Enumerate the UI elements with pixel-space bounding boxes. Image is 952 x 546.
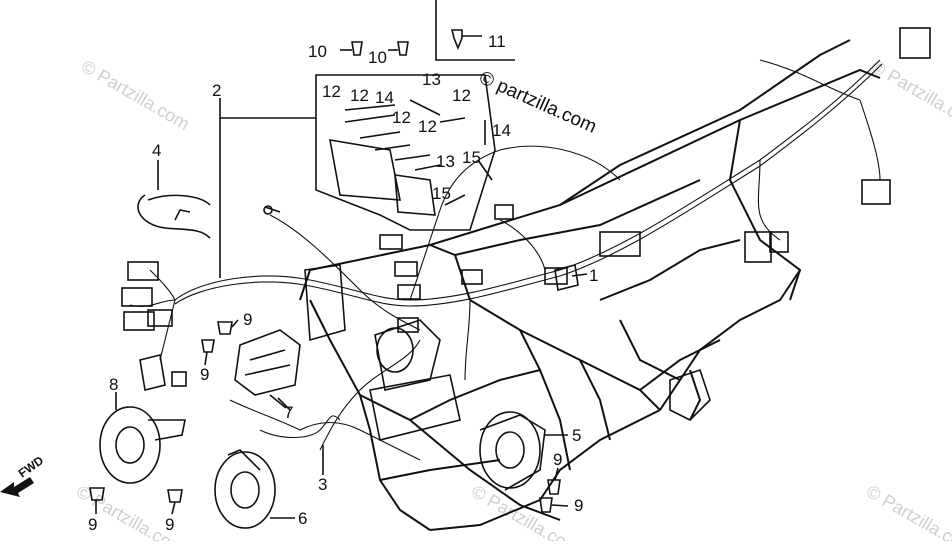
- callouts: 1 2 3 4 5 6 7 8 9 9 9 9 9 9 10 10 11 12 …: [88, 32, 598, 534]
- horn-5: [479, 411, 546, 491]
- part-1-connector: [554, 264, 579, 291]
- connectors: [121, 27, 931, 391]
- callout-8: 8: [109, 375, 118, 394]
- callout-1: 1: [589, 266, 598, 285]
- wire-harness: [129, 59, 883, 461]
- callout-15: 15: [462, 148, 481, 167]
- part-11-bracket: [435, 0, 515, 61]
- fwd-label: FWD: [16, 453, 47, 480]
- callout-15: 15: [432, 184, 451, 203]
- callout-13: 13: [422, 70, 441, 89]
- callout-10: 10: [368, 48, 387, 67]
- watermark-text: © Partzilla.com: [78, 56, 193, 134]
- callout-12: 12: [392, 108, 411, 127]
- callout-12: 12: [452, 86, 471, 105]
- callout-14: 14: [492, 121, 511, 140]
- callout-5: 5: [572, 426, 581, 445]
- callout-14: 14: [375, 88, 394, 107]
- callout-12: 12: [350, 86, 369, 105]
- wire-3: [259, 415, 341, 438]
- callout-9: 9: [165, 515, 174, 534]
- callout-9: 9: [553, 450, 562, 469]
- fuse-box-group: [219, 74, 496, 278]
- callout-9: 9: [243, 310, 252, 329]
- clamp-band: [137, 160, 211, 239]
- callout-9: 9: [88, 515, 97, 534]
- callout-12: 12: [418, 117, 437, 136]
- callout-9: 9: [574, 496, 583, 515]
- callout-10: 10: [308, 42, 327, 61]
- leader-lines: [95, 49, 588, 519]
- horn-8: [99, 406, 186, 484]
- callout-6: 6: [298, 509, 307, 528]
- callout-11: 11: [488, 32, 506, 51]
- bolts-9: [89, 321, 561, 513]
- regulator: [234, 329, 301, 411]
- callout-7: 7: [284, 403, 293, 422]
- watermark-text: © Partzilla.com: [863, 481, 952, 541]
- watermark-text: © Partzilla.com: [868, 56, 952, 134]
- callout-4: 4: [152, 141, 161, 160]
- callout-9: 9: [200, 365, 209, 384]
- callout-2: 2: [212, 81, 221, 100]
- fwd-arrow: FWD: [0, 453, 46, 497]
- callout-13: 13: [436, 152, 455, 171]
- bolts-10: [351, 41, 409, 56]
- watermark-text: © Partzilla.com: [468, 481, 583, 541]
- callout-3: 3: [318, 475, 327, 494]
- horn-6: [214, 449, 276, 529]
- battery-area: [304, 264, 711, 441]
- callout-12: 12: [322, 82, 341, 101]
